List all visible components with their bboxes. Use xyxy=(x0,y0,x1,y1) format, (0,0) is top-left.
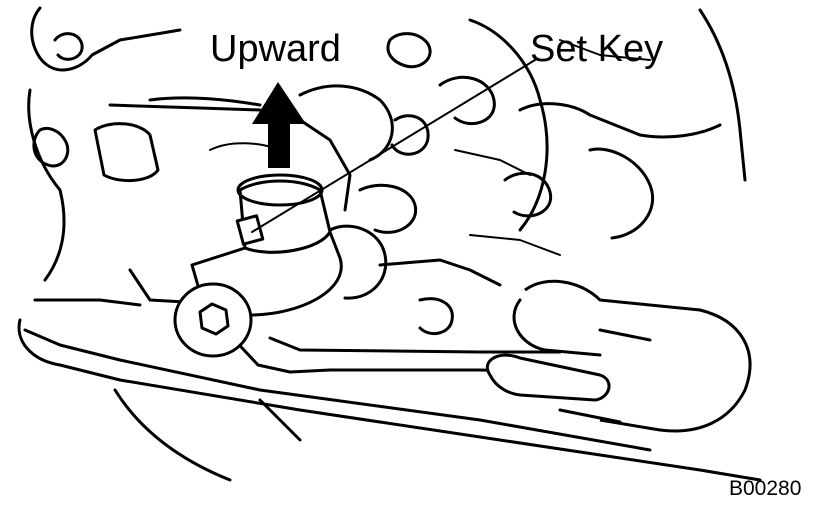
figure-code: B00280 xyxy=(729,477,802,500)
set-key xyxy=(235,214,265,246)
set-key-leader-line xyxy=(251,59,536,233)
hand xyxy=(486,279,752,433)
upward-arrow xyxy=(252,82,306,168)
set-key-label: Set Key xyxy=(530,28,664,70)
hex-socket-opening xyxy=(198,302,230,336)
oil-pan-edge xyxy=(17,298,762,482)
set-key-socket xyxy=(173,173,343,358)
upward-label: Upward xyxy=(210,28,341,70)
